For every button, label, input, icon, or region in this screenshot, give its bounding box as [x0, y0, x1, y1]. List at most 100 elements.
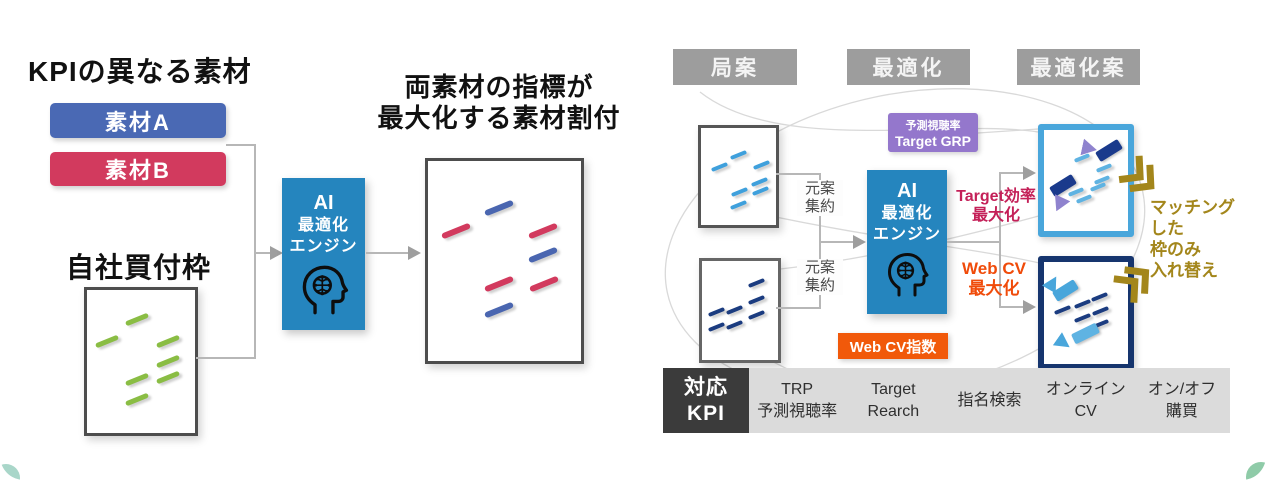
material-dash	[527, 222, 559, 240]
stage-header-station-plan: 局案	[673, 49, 797, 85]
kpi-cell-line1: オンライン	[1045, 380, 1126, 398]
material-dash	[747, 277, 766, 289]
material-dash	[747, 294, 766, 306]
ai-engine-box-left: AI 最適化 エンジン	[282, 178, 365, 330]
result-title-line1: 両素材の指標が	[404, 72, 594, 102]
aggregate-line1: 元案	[804, 180, 835, 197]
webcv-maximize-label: Web CV 最大化	[950, 259, 1038, 299]
material-dash	[1073, 312, 1092, 324]
matching-line4: 入れ替え	[1150, 261, 1218, 280]
material-dash	[729, 199, 748, 211]
webcv-line1: Web CV	[962, 259, 1026, 278]
material-dash	[1073, 298, 1092, 310]
kpi-table-header: 対応 KPI	[663, 368, 749, 433]
kpi-header-line1: 対応	[684, 375, 728, 399]
station-plan-box-top	[698, 125, 779, 228]
connector-line	[226, 144, 256, 146]
arrowhead	[853, 235, 866, 249]
swap-slot-marker	[1070, 322, 1101, 345]
own-frame-heading: 自社買付枠	[31, 246, 246, 286]
engine-line1: AI	[897, 180, 917, 202]
engine-line3: エンジン	[872, 226, 941, 243]
material-dash	[1067, 187, 1085, 197]
webcv-index-badge: Web CV指数	[838, 333, 948, 359]
material-b-label: 素材B	[105, 158, 171, 183]
material-dash	[440, 222, 472, 240]
aggregate-label-bottom: 元案 集約	[797, 259, 843, 295]
webcv-badge-label: Web CV指数	[849, 338, 937, 356]
connector-line	[254, 144, 256, 359]
kpi-column-online-cv: オンライン CV	[1038, 368, 1134, 433]
connector-line	[776, 173, 821, 175]
swap-triangle-marker	[1049, 194, 1071, 215]
material-dash	[725, 304, 744, 316]
connector-line	[999, 306, 1023, 308]
stage-header-label: 局案	[711, 57, 759, 80]
connector-line	[196, 357, 256, 359]
aggregate-label-top: 元案 集約	[797, 180, 843, 216]
own-inventory-box	[84, 287, 198, 436]
kpi-cell-line2: CV	[1074, 402, 1097, 420]
matching-line2: した	[1150, 219, 1184, 238]
connector-line	[821, 241, 853, 243]
kpi-column-trp: TRP 予測視聴率	[749, 368, 845, 433]
kpi-column-on-off-purchase: オン/オフ 購買	[1134, 368, 1230, 433]
matching-line3: 枠のみ	[1150, 240, 1201, 259]
kpi-cell-line1: オン/オフ	[1147, 380, 1217, 398]
kpi-column-target-reach: Target Rearch	[845, 368, 941, 433]
connector-line	[999, 172, 1023, 174]
connector-line	[819, 173, 821, 309]
material-dash	[124, 372, 150, 387]
aggregate-line2: 集約	[804, 277, 835, 294]
stage-header-label: 最適化	[872, 57, 945, 80]
arrowhead	[1023, 300, 1036, 314]
optimized-plan-box-bottom	[1038, 256, 1134, 370]
grp-line1: 予測視聴率	[905, 120, 961, 132]
kpi-cell-line2: 予測視聴率	[757, 402, 838, 420]
connector-line	[366, 252, 408, 254]
kpi-table: 対応 KPI TRP 予測視聴率 Target Rearch 指名検索 オンライ…	[663, 368, 1230, 433]
material-dash	[1090, 291, 1109, 303]
station-plan-box-bottom	[699, 258, 781, 363]
double-chevron-icon	[1118, 155, 1155, 193]
kpi-cell-line1: 指名検索	[957, 391, 1022, 409]
target-efficiency-label: Target効率 最大化	[950, 187, 1042, 225]
kpi-cell-line1: TRP	[781, 380, 814, 398]
corner-decoration	[0, 464, 20, 480]
kpi-cell-line2: 購買	[1165, 402, 1198, 420]
allocation-result-box	[425, 158, 584, 364]
left-diagram-heading: KPIの異なる素材	[28, 50, 252, 90]
material-dash	[528, 275, 560, 293]
grp-line2: Target GRP	[895, 133, 971, 149]
result-title-line2: 最大化する素材割付	[377, 103, 621, 133]
material-dash	[752, 159, 771, 171]
engine-line2: 最適化	[881, 205, 933, 222]
material-dash	[710, 161, 729, 173]
kpi-column-brand-search: 指名検索	[941, 368, 1037, 433]
own-frame-text: 自社買付枠	[65, 252, 211, 283]
swap-slot-marker	[1095, 138, 1123, 163]
stage-header-label: 最適化案	[1030, 57, 1127, 80]
material-dash	[725, 319, 744, 331]
corner-decoration	[1246, 462, 1266, 480]
arrowhead	[1023, 166, 1036, 180]
material-dash	[1053, 304, 1072, 316]
target-grp-badge: 予測視聴率 Target GRP	[888, 113, 978, 152]
material-dash	[483, 301, 515, 319]
material-dash	[527, 246, 559, 264]
engine-line1: AI	[313, 192, 334, 214]
ai-engine-box-right: AI 最適化 エンジン	[867, 170, 947, 314]
material-dash	[155, 354, 181, 369]
webcv-line2: 最大化	[968, 279, 1020, 298]
connector-line	[776, 307, 821, 309]
material-dash	[730, 186, 749, 198]
material-dash	[124, 392, 150, 407]
engine-line2: 最適化	[297, 217, 349, 234]
material-a-label: 素材A	[105, 109, 171, 135]
material-dash	[1095, 163, 1113, 173]
connector-line	[999, 173, 1001, 308]
material-dash	[124, 312, 150, 327]
stage-header-optimized-plan: 最適化案	[1017, 49, 1140, 85]
material-dash	[483, 199, 515, 217]
